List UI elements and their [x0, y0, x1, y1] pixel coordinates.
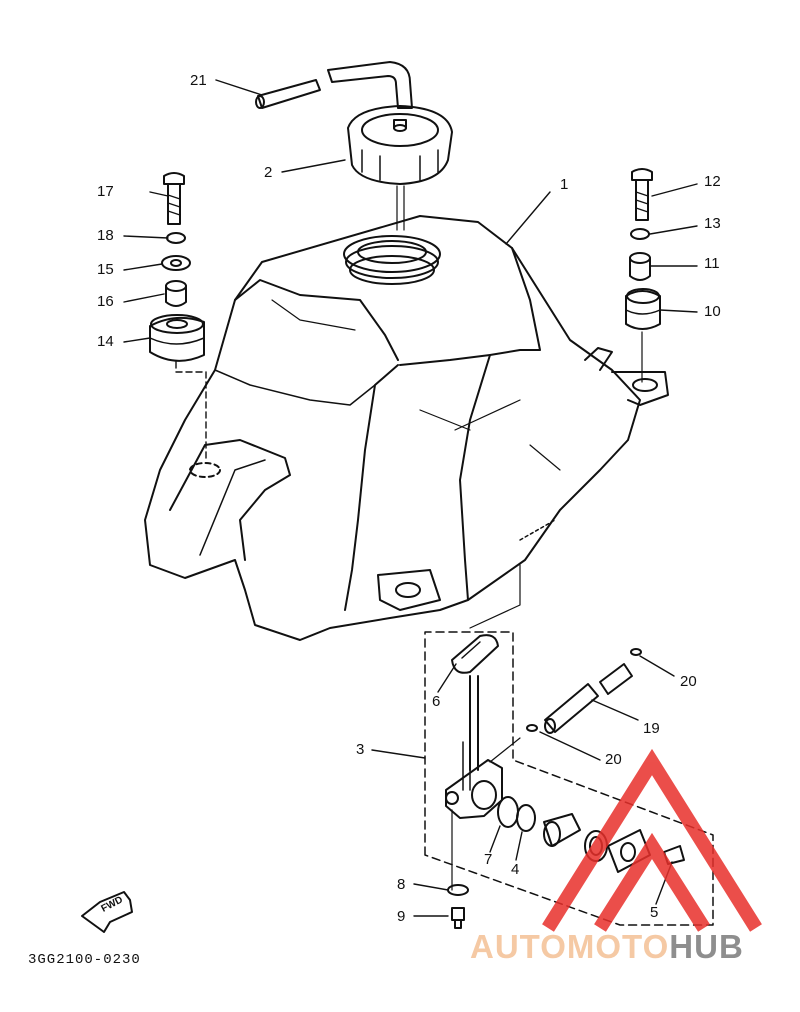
callout-1: 1 [560, 176, 569, 193]
drawing-code: 3GG2100-0230 [28, 952, 141, 968]
callout-17: 17 [97, 183, 114, 200]
callout-19: 19 [643, 720, 660, 737]
callout-4: 4 [511, 861, 520, 878]
fwd-arrow-icon [81, 891, 133, 933]
callout-13: 13 [704, 215, 721, 232]
callout-11: 11 [704, 255, 720, 272]
left-mount-set [149, 172, 207, 461]
callout-20-upper: 20 [680, 673, 697, 690]
watermark-logo [542, 748, 762, 932]
callout-3: 3 [356, 741, 365, 758]
fuel-cap [347, 105, 453, 231]
watermark-brand-part1: AUTOMOTO [470, 928, 670, 965]
callout-6: 6 [432, 693, 441, 710]
watermark-text: AUTOMOTOHUB [470, 928, 744, 966]
callout-8: 8 [397, 876, 406, 893]
breather-hose [255, 61, 413, 109]
fuel-tank [144, 215, 669, 641]
callout-18: 18 [97, 227, 114, 244]
leader-lines [123, 79, 698, 917]
right-mount-set [625, 168, 661, 383]
watermark-brand-part2: HUB [669, 928, 744, 965]
callout-14: 14 [97, 333, 114, 350]
callout-5: 5 [650, 904, 659, 921]
callout-9: 9 [397, 908, 406, 925]
callout-10: 10 [704, 303, 721, 320]
callout-20-lower: 20 [605, 751, 622, 768]
callout-12: 12 [704, 173, 721, 190]
callout-15: 15 [97, 261, 114, 278]
fuel-cock-assembly [424, 564, 714, 929]
callout-7: 7 [484, 851, 493, 868]
callout-16: 16 [97, 293, 114, 310]
callout-21: 21 [190, 72, 207, 89]
callout-2: 2 [264, 164, 273, 181]
